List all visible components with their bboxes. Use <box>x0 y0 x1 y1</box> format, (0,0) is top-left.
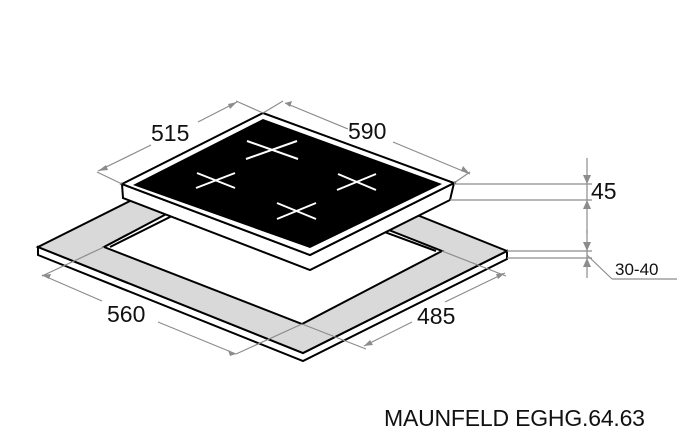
dim-label-30-40: 30-40 <box>615 260 658 279</box>
burner-icons <box>195 140 377 220</box>
hob <box>119 111 457 272</box>
dim-label-515: 515 <box>151 120 189 146</box>
dim-label-590: 590 <box>348 118 386 144</box>
dim-label-560: 560 <box>107 301 145 327</box>
dimension-lines <box>41 100 677 355</box>
model-title: MAUNFELD EGHG.64.63 <box>384 405 645 431</box>
arrowheads <box>42 101 591 356</box>
dim-label-485: 485 <box>417 303 455 329</box>
dim-label-45: 45 <box>591 178 617 204</box>
